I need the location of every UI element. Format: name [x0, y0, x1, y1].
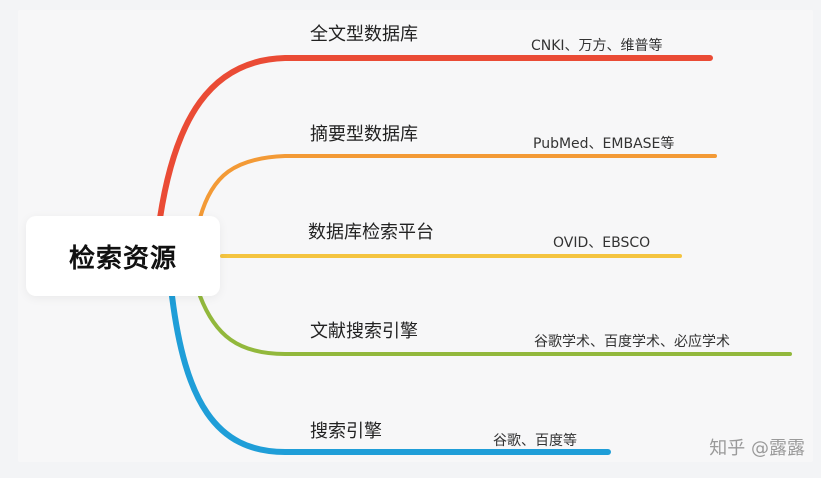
watermark-text: 知乎 @露露 [709, 438, 805, 459]
branch-label-abstract: 摘要型数据库 [310, 124, 418, 145]
branch-label-search-engine: 搜索引擎 [310, 421, 382, 442]
branch-label-fulltext: 全文型数据库 [310, 24, 418, 45]
branch-label-scholar-engine: 文献搜索引擎 [310, 321, 418, 342]
branch-example-abstract: PubMed、EMBASE等 [533, 136, 675, 152]
branch-label-platform: 数据库检索平台 [308, 222, 434, 243]
branch-example-search-engine: 谷歌、百度等 [493, 433, 577, 449]
branch-line-fulltext [157, 55, 713, 221]
branch-line-scholar-engine [198, 294, 792, 356]
branch-example-scholar-engine: 谷歌学术、百度学术、必应学术 [534, 334, 730, 350]
branch-line-search-engine [169, 293, 611, 455]
branch-line-abstract [198, 154, 717, 220]
branch-example-fulltext: CNKI、万方、维普等 [531, 38, 663, 54]
branch-example-platform: OVID、EBSCO [553, 235, 651, 251]
watermark: 知乎 @露露 [709, 434, 805, 460]
root-node: 检索资源 [26, 216, 220, 296]
